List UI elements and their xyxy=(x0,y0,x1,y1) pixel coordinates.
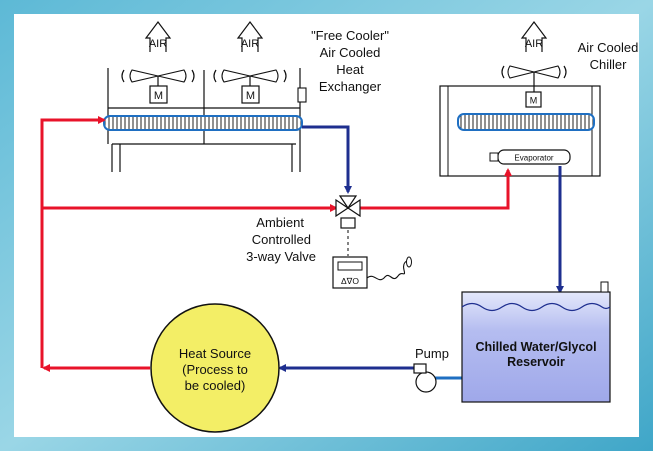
free-cooler-unit: AIR M AIR M xyxy=(103,21,389,172)
chiller-unit: AIR M Evaporator Air Cooled Chiller xyxy=(439,21,639,177)
junction-box-icon xyxy=(297,87,307,103)
piping xyxy=(40,116,564,380)
free-cooler-title: "Free Cooler" Air Cooled Heat Exchanger xyxy=(311,28,389,94)
reservoir-vent-icon xyxy=(600,281,609,293)
pump-icon xyxy=(415,371,437,393)
motor-label-1: M xyxy=(154,90,163,102)
controller-buttons: Δ∇O xyxy=(341,276,359,286)
free-cooler-coil xyxy=(103,115,303,131)
pipe-free-cooler-to-valve xyxy=(302,125,352,194)
water-surface xyxy=(461,302,611,312)
motor-icon xyxy=(241,85,260,104)
air-arrow-icon xyxy=(236,21,264,52)
controller-display xyxy=(337,261,363,271)
heat-source-label-line-2: (Process to xyxy=(182,362,248,377)
chiller-title-line-1: Air Cooled xyxy=(578,40,639,55)
temperature-sensor-cable xyxy=(366,259,410,281)
reservoir-label-line-2: Reservoir xyxy=(507,355,565,369)
air-arrow-icon xyxy=(144,21,172,52)
free-cooler-fan-2: AIR M xyxy=(213,21,287,104)
motor-icon xyxy=(525,91,542,108)
fan-blade-icon xyxy=(507,65,535,79)
pump-outlet xyxy=(413,363,427,374)
pipe-return-to-free-cooler xyxy=(40,116,106,368)
chiller-title-line-2: Chiller xyxy=(590,57,628,72)
reservoir: Chilled Water/Glycol Reservoir xyxy=(461,281,611,403)
evaporator-fitting xyxy=(489,152,499,162)
evaporator-label: Evaporator xyxy=(514,154,553,163)
free-cooler-title-line-4: Exchanger xyxy=(319,79,382,94)
reservoir-label-line-1: Chilled Water/Glycol xyxy=(475,340,596,354)
valve-label-line-2: Controlled xyxy=(252,232,311,247)
free-cooler-housing xyxy=(107,68,301,145)
fan-blade-icon xyxy=(129,69,159,83)
heat-source: Heat Source (Process to be cooled) xyxy=(150,303,280,433)
fan-blade-icon xyxy=(533,65,561,79)
pump: Pump xyxy=(413,346,449,393)
chiller-housing xyxy=(439,85,601,177)
free-cooler-title-line-3: Heat xyxy=(336,62,364,77)
heat-source-label-line-1: Heat Source xyxy=(179,346,251,361)
temperature-sensor-icon xyxy=(406,256,412,268)
free-cooler-fan-1: AIR M xyxy=(121,21,195,104)
pump-label: Pump xyxy=(415,346,449,361)
chiller-air-label: AIR xyxy=(525,38,543,50)
fan-blade-icon xyxy=(249,69,279,83)
air-label-1: AIR xyxy=(149,38,167,50)
heat-source-label-line-3: be cooled) xyxy=(185,378,246,393)
motor-icon xyxy=(149,85,168,104)
chiller-coil xyxy=(457,113,595,131)
valve-label-line-3: 3-way Valve xyxy=(246,249,316,264)
valve-actuator-icon xyxy=(340,217,356,229)
chiller-motor-label: M xyxy=(530,96,538,106)
three-way-valve: Ambient Controlled 3-way Valve Δ∇O xyxy=(246,195,412,289)
free-cooler-title-line-1: "Free Cooler" xyxy=(311,28,389,43)
motor-label-2: M xyxy=(246,90,255,102)
pipe-valve-to-chiller xyxy=(360,168,512,210)
valve-body-icon xyxy=(335,198,350,218)
air-arrow-icon xyxy=(520,21,548,52)
free-cooler-legs xyxy=(111,144,301,172)
fan-blade-icon xyxy=(157,69,187,83)
air-label-2: AIR xyxy=(241,38,259,50)
valve-label-line-1: Ambient xyxy=(256,215,304,230)
heat-source-circle xyxy=(150,303,280,433)
fan-blade-icon xyxy=(221,69,251,83)
free-cooler-title-line-2: Air Cooled xyxy=(320,45,381,60)
